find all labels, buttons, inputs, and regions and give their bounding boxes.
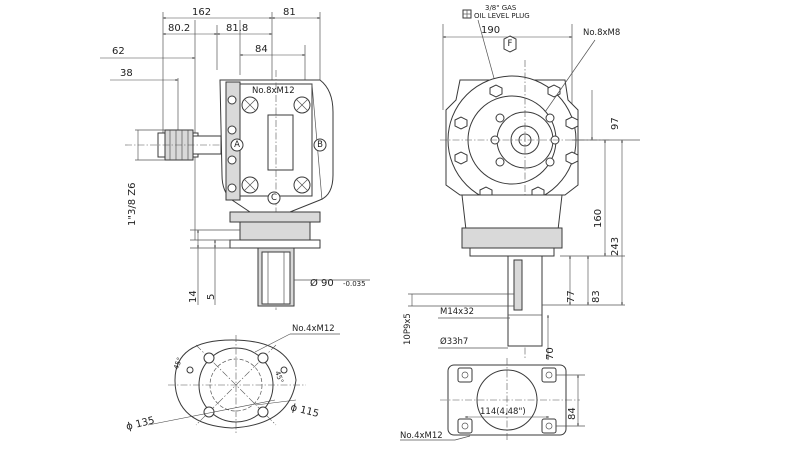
dim-14: 14 — [188, 290, 199, 303]
dim-162: 162 — [192, 7, 211, 18]
dim-83: 83 — [591, 290, 602, 303]
shaft-label-f: F — [503, 35, 517, 53]
base-view: 114(4,48") 84 No.4xM12 — [400, 358, 585, 442]
plug-label-line1: 3/8" GAS — [485, 4, 517, 12]
dim-190: 190 — [481, 25, 500, 36]
dim-160: 160 — [593, 209, 604, 228]
base-bolts — [457, 367, 557, 434]
side-view: 162 81 80.2 81.8 84 62 38 1"3/8 Z6 — [100, 7, 370, 310]
dim-243: 243 — [610, 237, 621, 256]
front-bolt-label: No.8xM8 — [583, 28, 620, 38]
front-shaft-dia: Ø33h7 — [440, 336, 468, 347]
dim-114: 114(4,48") — [480, 407, 526, 417]
side-bolts — [227, 95, 311, 194]
svg-text:A: A — [234, 140, 240, 150]
dim-84: 84 — [255, 44, 268, 55]
svg-text:B: B — [317, 140, 323, 150]
flange-bolts — [186, 352, 288, 418]
spline-label: 1"3/8 Z6 — [127, 183, 138, 226]
flange-view: 45° 45° No.4xM12 ϕ 135 ϕ 115 — [125, 324, 340, 435]
dim-97: 97 — [610, 117, 621, 130]
base-dim-84: 84 — [567, 407, 578, 420]
shaft-label-b: B — [313, 138, 327, 152]
svg-text:F: F — [508, 39, 513, 49]
dia-135: ϕ 135 — [125, 415, 156, 433]
dim-81: 81 — [283, 7, 296, 18]
svg-text:C: C — [271, 193, 277, 203]
side-shaft-dia: Ø 90 — [310, 277, 334, 289]
key-label: 10P9x5 — [403, 313, 413, 345]
base-bolt-label: No.4xM12 — [400, 431, 443, 441]
side-bolt-label: No.8xM12 — [252, 86, 295, 96]
angle-45-right: 45° — [273, 370, 285, 384]
thread-label: M14x32 — [440, 307, 474, 317]
angle-45-left: 45° — [172, 356, 184, 370]
plug-label-line2: OIL LEVEL PLUG — [474, 12, 530, 20]
dim-38: 38 — [120, 68, 133, 79]
shaft-label-c: C — [267, 191, 281, 205]
dim-70: 70 — [545, 347, 556, 360]
dim-81-8: 81.8 — [226, 23, 248, 34]
dim-5: 5 — [206, 294, 217, 300]
dim-77: 77 — [566, 290, 577, 303]
dim-80-2: 80.2 — [168, 23, 190, 34]
flange-bolt-label: No.4xM12 — [292, 324, 335, 334]
front-view: 3/8" GAS OIL LEVEL PLUG 190 F — [403, 4, 640, 361]
side-shaft-tol: -0.035 — [343, 280, 366, 288]
dim-62: 62 — [112, 46, 125, 57]
dia-115: ϕ 115 — [289, 402, 320, 420]
shaft-label-a: A — [230, 138, 244, 152]
